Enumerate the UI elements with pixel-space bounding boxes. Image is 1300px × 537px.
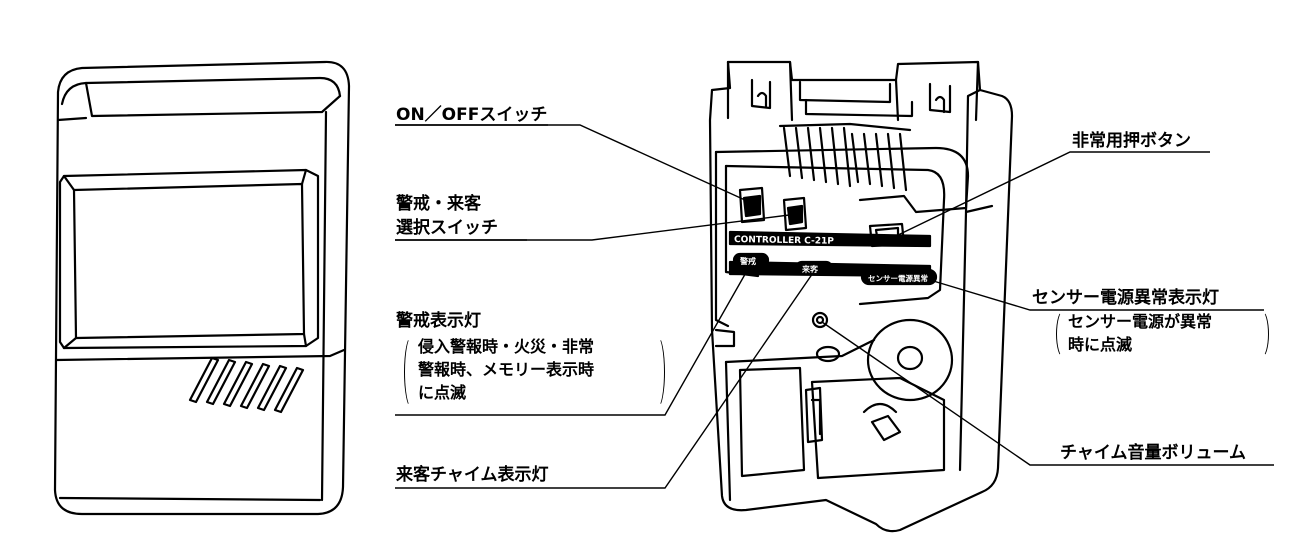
alarm-note-bracket-right [650,336,665,408]
label-underlines [395,124,548,241]
alarm-lamp-note-line2: 警報時、メモリー表示時 [418,360,595,379]
onoff-switch-icon [738,186,766,224]
alarm-lamp-note-line3: に点滅 [418,383,467,402]
front-cover-view [53,60,351,516]
chime-lamp-label: 来客チャイム表示灯 [396,465,549,485]
emergency-button-label: 非常用押ボタン [1072,131,1191,151]
select-switch-label-line1: 警戒・来客 [396,194,481,214]
model-text: CONTROLLER C-21P [734,235,834,247]
controller-unit-view [708,60,1014,533]
terminal-block-icon [778,122,912,192]
sensor-power-note-line1: センサー電源が異常 [1068,312,1213,331]
alarm-lamp-note-line1: 侵入警報時・火災・非常 [418,337,595,356]
chime-lamp-plate-label: 来客 [801,264,819,274]
select-switch-label-line2: 選択スイッチ [396,218,498,238]
sensor-note-bracket-left [1056,310,1071,358]
sensor-power-lamp-label: センサー電源異常表示灯 [1032,288,1219,308]
chime-volume-label: チャイム音量ボリューム [1060,443,1246,463]
alarm-note-bracket-left [404,336,419,408]
sensor-lamp-plate-label: センサー電源異常 [868,273,928,283]
onoff-switch-label: ON／OFFスイッチ [396,105,548,125]
sensor-power-note-line2: 時に点滅 [1068,335,1133,354]
vent-slots-icon [188,356,305,414]
alarm-lamp-label: 警戒表示灯 [396,311,481,331]
alarm-lamp-plate-label: 警戒 [739,256,756,266]
select-switch-icon [782,196,808,232]
sensor-note-bracket-right [1254,310,1269,358]
